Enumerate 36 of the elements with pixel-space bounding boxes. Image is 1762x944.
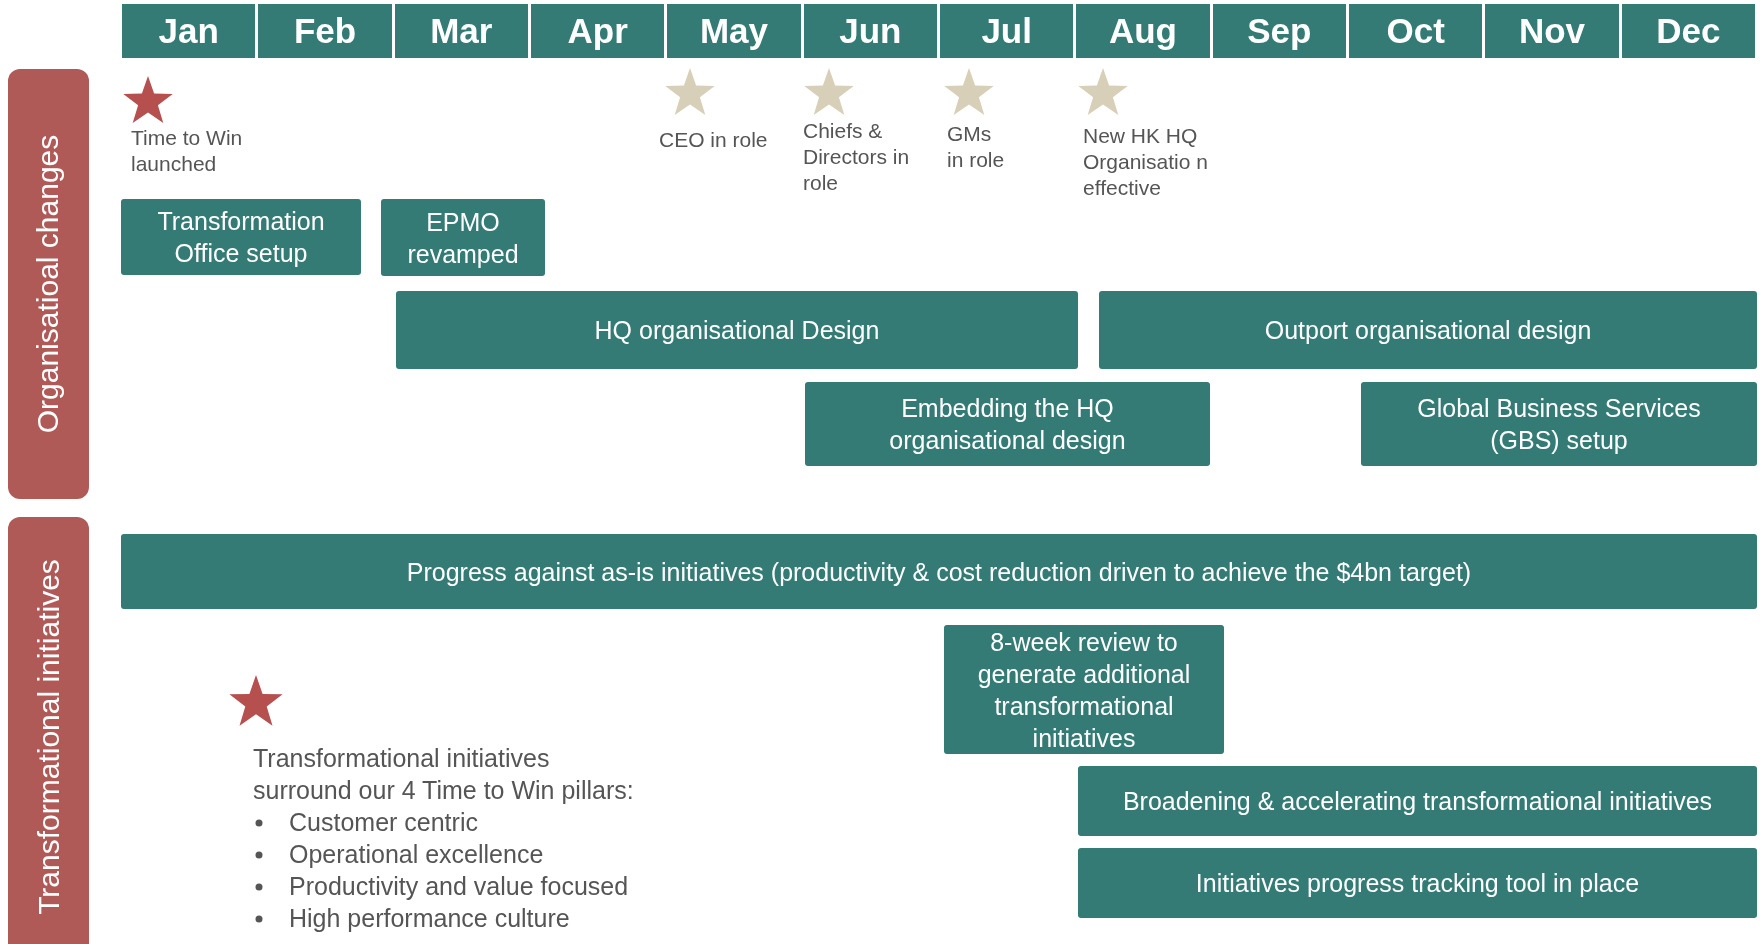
section-band bbox=[8, 517, 89, 944]
month-header: Nov bbox=[1485, 4, 1619, 58]
month-header: Jul bbox=[940, 4, 1074, 58]
bullet-item: High performance culture bbox=[289, 903, 570, 934]
month-header: Dec bbox=[1621, 4, 1755, 58]
timeline-bar: Transformation Office setup bbox=[121, 199, 361, 275]
month-header: May bbox=[667, 4, 801, 58]
milestone-label: Time to Win launched bbox=[131, 125, 244, 177]
milestone-label: Chiefs & Directors in role bbox=[803, 118, 911, 196]
timeline-bar: Embedding the HQ organisational design bbox=[805, 382, 1210, 466]
month-header: Apr bbox=[531, 4, 665, 58]
timeline-bar: Global Business Services (GBS) setup bbox=[1361, 382, 1757, 466]
timeline-bar: Broadening & accelerating transformational initiatives bbox=[1078, 766, 1757, 836]
note-text: Transformational initiatives surround our 4 Time to Win pillars: bbox=[253, 743, 635, 806]
timeline-bar: HQ organisational Design bbox=[396, 291, 1078, 369]
timeline-bar: 8-week review to generate additional transformational initiatives bbox=[944, 625, 1224, 754]
month-header: Jan bbox=[122, 4, 256, 58]
month-header: Oct bbox=[1349, 4, 1483, 58]
month-header: Aug bbox=[1076, 4, 1210, 58]
timeline-bar: Progress against as-is initiatives (productivity & cost reduction driven to achieve the $4bn target) bbox=[121, 534, 1757, 609]
bullet-item: Productivity and value focused bbox=[289, 871, 629, 902]
section-band bbox=[8, 69, 89, 499]
timeline-bar: Outport organisational design bbox=[1099, 291, 1757, 369]
bullet-item: Operational excellence bbox=[289, 839, 544, 870]
month-header: Sep bbox=[1212, 4, 1346, 58]
section-label: Transformational initiatives bbox=[31, 559, 66, 915]
section-label: Organisatioal changes bbox=[31, 134, 66, 434]
month-header: Jun bbox=[803, 4, 937, 58]
bullet-item: Customer centric bbox=[289, 807, 478, 838]
month-header: Feb bbox=[258, 4, 392, 58]
milestone-label: New HK HQ Organisatio n effective bbox=[1083, 123, 1208, 201]
milestone-label: GMs in role bbox=[947, 121, 1006, 173]
milestone-label: CEO in role bbox=[659, 127, 769, 153]
month-header: Mar bbox=[394, 4, 528, 58]
timeline-bar: EPMO revamped bbox=[381, 199, 545, 276]
timeline-bar: Initiatives progress tracking tool in place bbox=[1078, 848, 1757, 918]
